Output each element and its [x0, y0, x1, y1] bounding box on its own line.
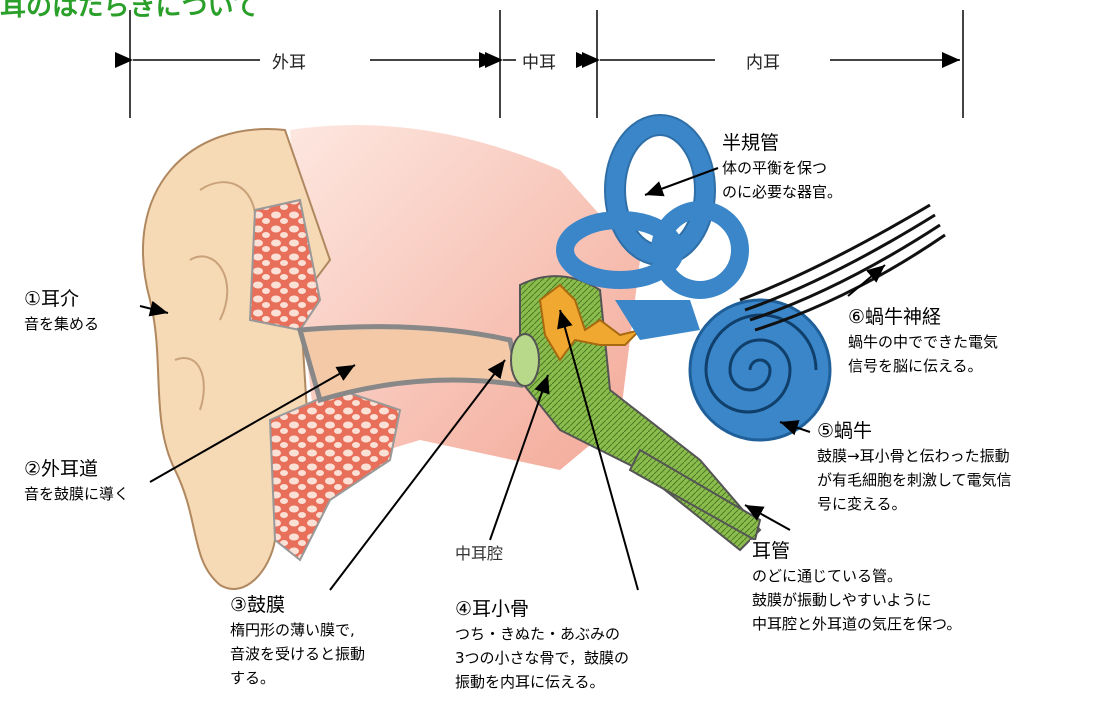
label-cochlear-nerve-title: ⑥蝸牛神経	[848, 306, 998, 330]
label-auricle: ①耳介 音を集める	[24, 288, 99, 336]
label-cochlear-nerve-desc-2: 信号を脳に伝える。	[848, 354, 998, 378]
cochlea-shape	[690, 300, 830, 440]
label-eardrum: ③鼓膜 楕円形の薄い膜で, 音波を受けると振動 する。	[230, 594, 365, 690]
label-semicircular-desc-2: のに必要な器官。	[722, 180, 842, 204]
label-semicircular-title: 半規管	[722, 132, 842, 156]
label-eardrum-desc-3: する。	[230, 666, 365, 690]
label-auricle-desc: 音を集める	[24, 312, 99, 336]
label-ossicles-desc-1: つち・きぬた・あぶみの	[455, 622, 629, 646]
label-cochlea: ⑤蝸牛 鼓膜→耳小骨と伝わった振動 が有毛細胞を刺激して電気信 号に変える。	[815, 420, 1014, 516]
section-label-outer: 外耳	[268, 48, 310, 73]
label-tympanic-cavity: 中耳腔	[455, 542, 503, 566]
label-eardrum-desc-1: 楕円形の薄い膜で,	[230, 618, 365, 642]
label-eardrum-desc-2: 音波を受けると振動	[230, 642, 365, 666]
label-semicircular-desc-1: 体の平衡を保つ	[722, 156, 842, 180]
label-ossicles: ④耳小骨 つち・きぬた・あぶみの 3つの小さな骨で，鼓膜の 振動を内耳に伝える。	[455, 598, 629, 694]
label-cochlear-nerve-desc-1: 蝸牛の中でできた電気	[848, 330, 998, 354]
label-ossicles-title: ④耳小骨	[455, 598, 629, 622]
label-cochlea-desc-1: 鼓膜→耳小骨と伝わった振動	[817, 444, 1012, 468]
label-eustachian-title: 耳管	[752, 540, 961, 564]
label-ear-canal-title: ②外耳道	[24, 458, 129, 482]
section-label-inner: 内耳	[742, 48, 784, 73]
label-auricle-title: ①耳介	[24, 288, 99, 312]
label-ear-canal: ②外耳道 音を鼓膜に導く	[24, 458, 133, 506]
label-ear-canal-desc: 音を鼓膜に導く	[24, 482, 129, 506]
label-eardrum-title: ③鼓膜	[230, 594, 365, 618]
label-cochlea-title: ⑤蝸牛	[817, 420, 1012, 444]
label-semicircular: 半規管 体の平衡を保つ のに必要な器官。	[722, 132, 842, 204]
section-label-middle: 中耳	[518, 48, 560, 73]
label-ossicles-desc-2: 3つの小さな骨で，鼓膜の	[455, 646, 629, 670]
label-eustachian-desc-2: 鼓膜が振動しやすいように	[752, 588, 961, 612]
label-cochlea-desc-3: 号に変える。	[817, 492, 1012, 516]
cartilage-lower	[270, 390, 400, 560]
eardrum-shape	[511, 334, 539, 386]
label-eustachian-desc-3: 中耳腔と外耳道の気圧を保つ。	[752, 612, 961, 636]
label-cochlear-nerve: ⑥蝸牛神経 蝸牛の中でできた電気 信号を脳に伝える。	[848, 306, 998, 378]
label-eustachian: 耳管 のどに通じている管。 鼓膜が振動しやすいように 中耳腔と外耳道の気圧を保つ…	[750, 540, 963, 636]
label-cochlea-desc-2: が有毛細胞を刺激して電気信	[817, 468, 1012, 492]
label-eustachian-desc-1: のどに通じている管。	[752, 564, 961, 588]
label-ossicles-desc-3: 振動を内耳に伝える。	[455, 670, 629, 694]
